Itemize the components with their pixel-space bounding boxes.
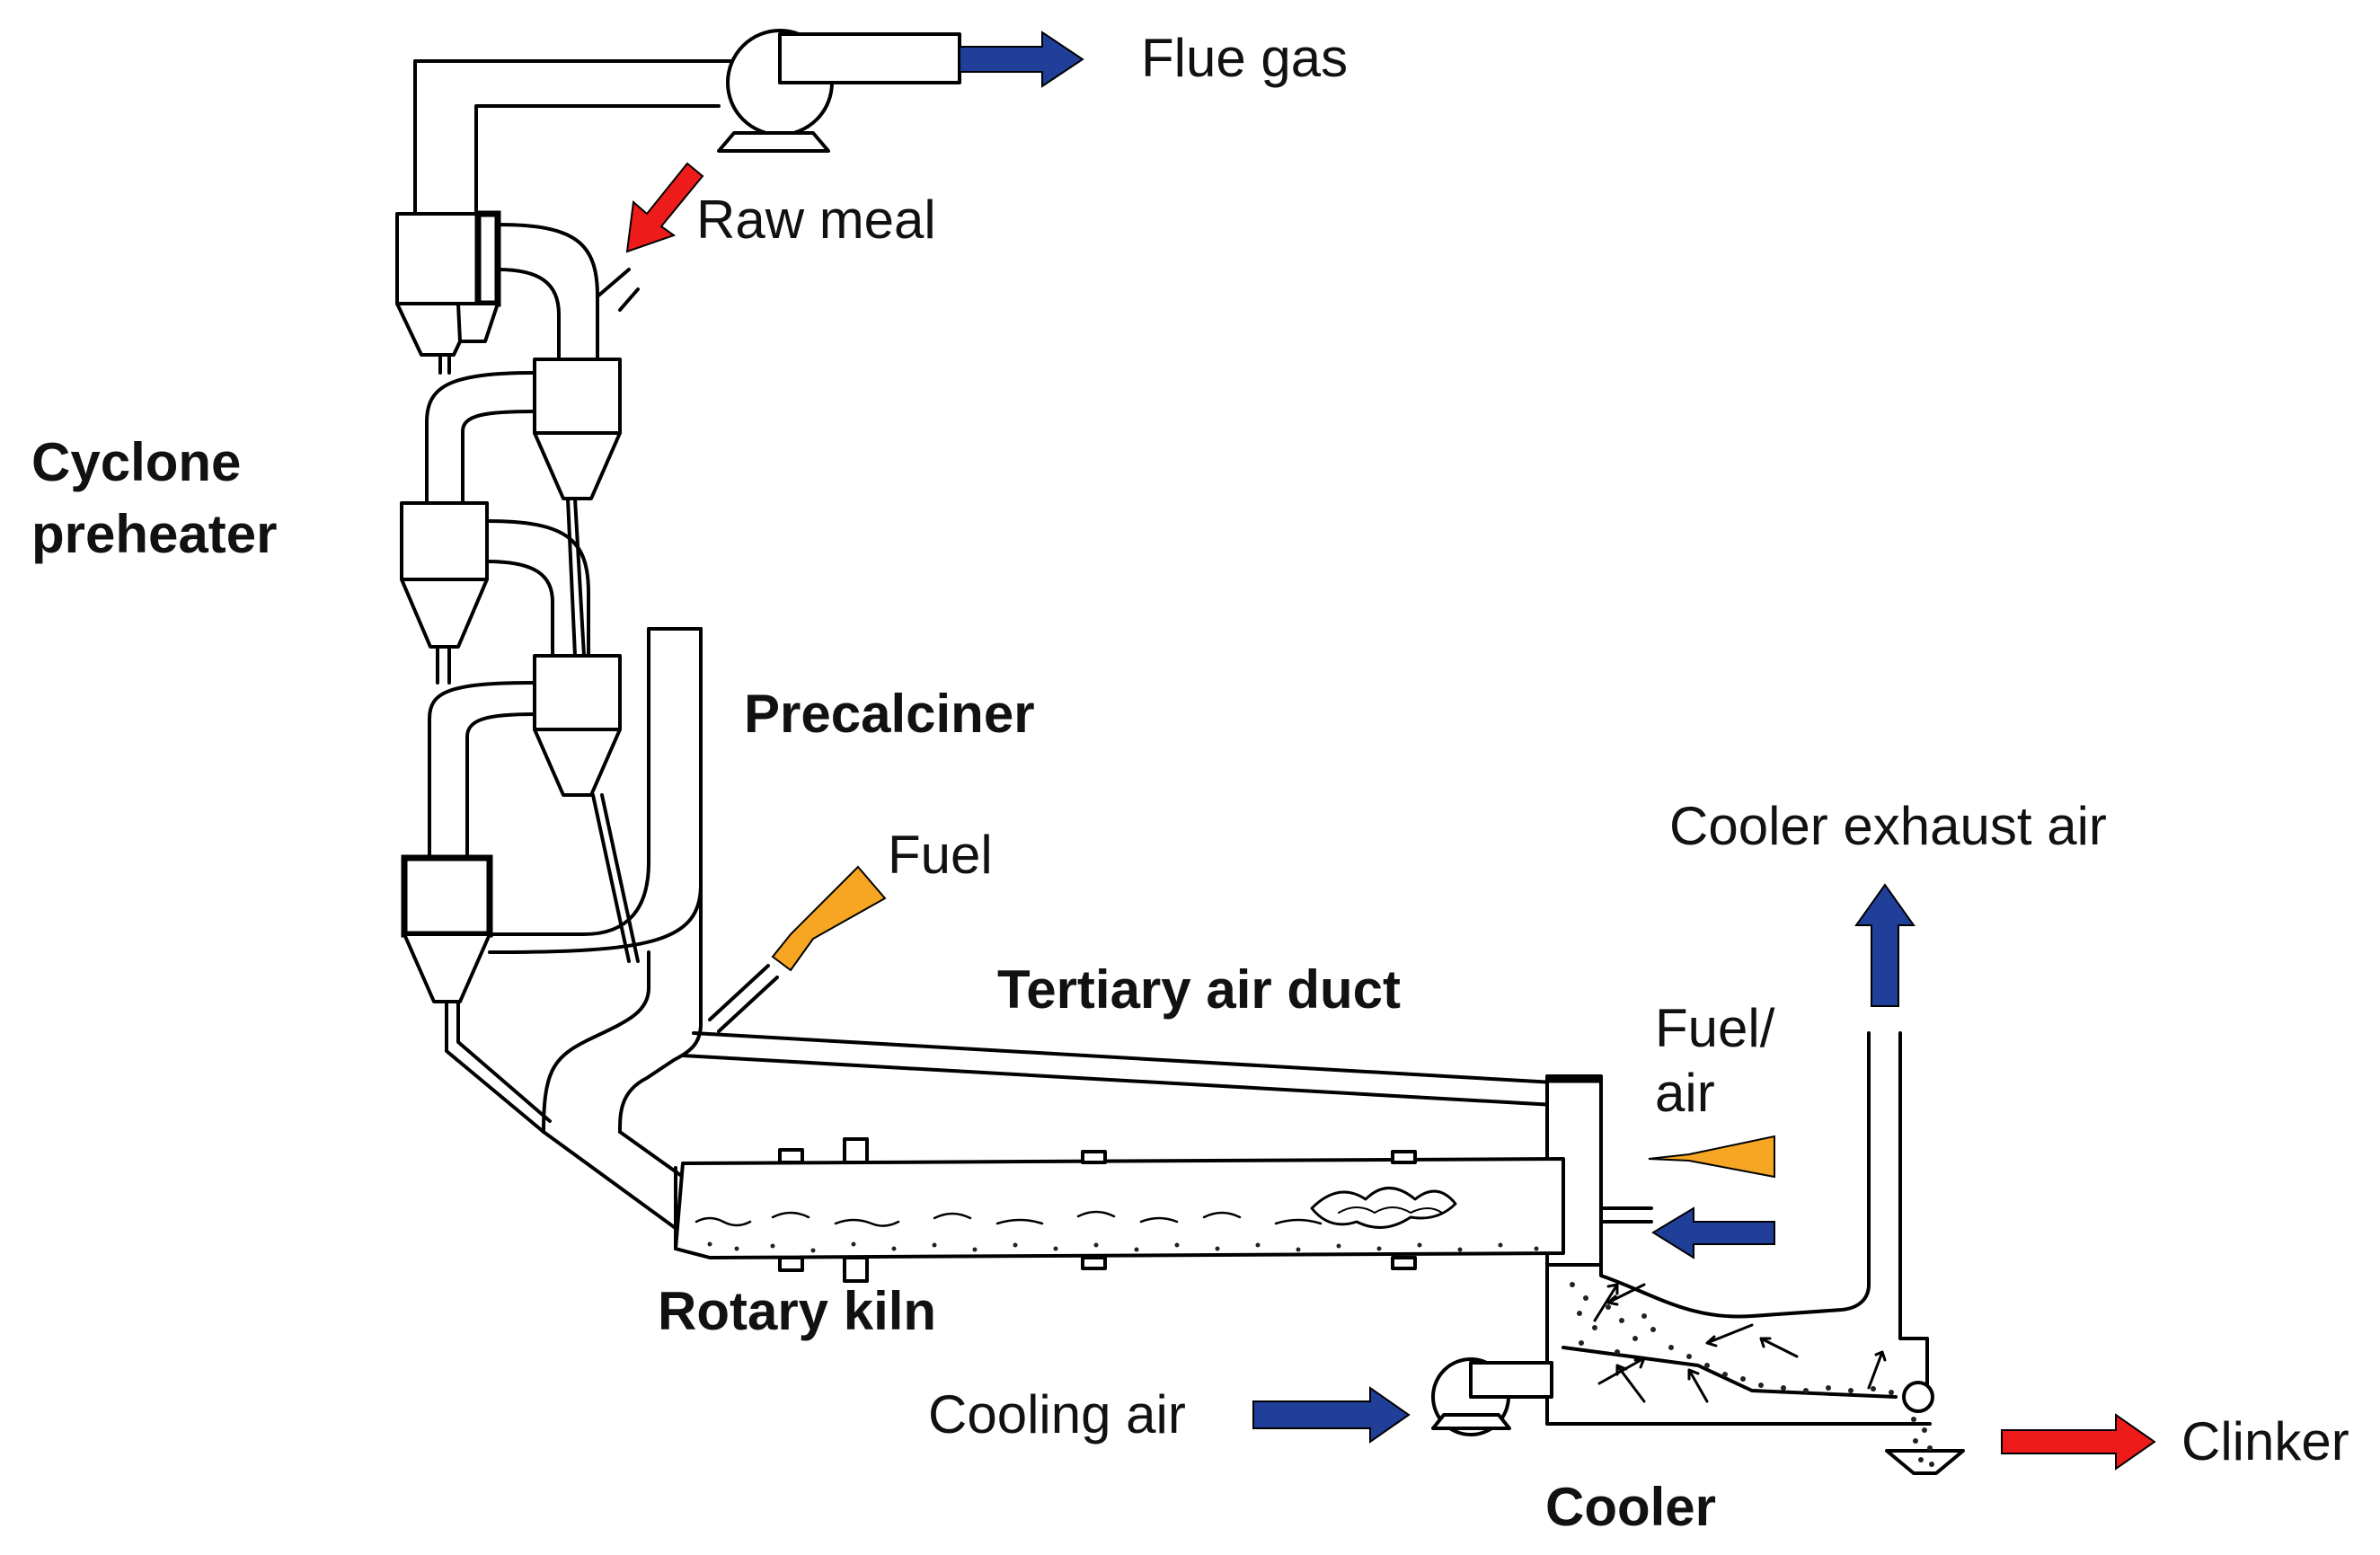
tertiary-air-duct-label: Tertiary air duct [997,959,1401,1020]
rotary-kiln [674,1137,1565,1283]
cooler-label: Cooler [1545,1477,1716,1537]
riser-duct-2 [425,353,536,505]
raw-meal-label: Raw meal [696,190,936,250]
flue-gas-arrow [959,31,1084,88]
cooler-exhaust-air-arrow [1854,883,1916,1007]
fuel-label: Fuel [888,825,993,885]
cooling-air-label: Cooling air [928,1384,1186,1445]
raw-meal-arrow [625,162,704,253]
cyclone-preheater-label-line1: Cyclone [31,432,241,492]
cyclone-stage-3 [400,501,489,649]
fuel-arrow-precalciner [771,865,887,972]
cyclone-stage-4 [533,654,622,797]
fuel-air-label-line1: Fuel/ [1655,998,1775,1058]
cyclone-stage-1 [395,210,501,357]
rotary-kiln-label: Rotary kiln [658,1281,936,1341]
tertiary-air-duct [681,1031,1556,1107]
cooling-air-fan [1431,1357,1553,1436]
riser-duct-1 [496,223,640,361]
fuel-air-label-line2: air [1655,1063,1715,1123]
riser-duct-3 [485,497,590,658]
clinker-discharge [1885,1417,1965,1475]
fuel-air-arrow-orange [1648,1135,1775,1179]
precalciner-label: Precalciner [744,684,1035,744]
cyclone-stage-2 [533,358,622,500]
id-fan [717,29,961,153]
cooler-exhaust-air-label: Cooler exhaust air [1669,796,2107,856]
clinker-arrow [2001,1413,2156,1471]
precalciner-fuel-inlet [708,964,779,1033]
cooling-air-arrow [1252,1386,1411,1444]
cyclone-stage-5 [401,854,493,1003]
riser-duct-4 [428,645,536,860]
cyclone-preheater-label-line2: preheater [31,504,277,564]
fuel-air-arrow-blue [1651,1206,1775,1259]
flue-gas-label: Flue gas [1141,28,1348,88]
grate-cooler [1545,1031,1934,1426]
clinker-label: Clinker [2181,1411,2349,1471]
